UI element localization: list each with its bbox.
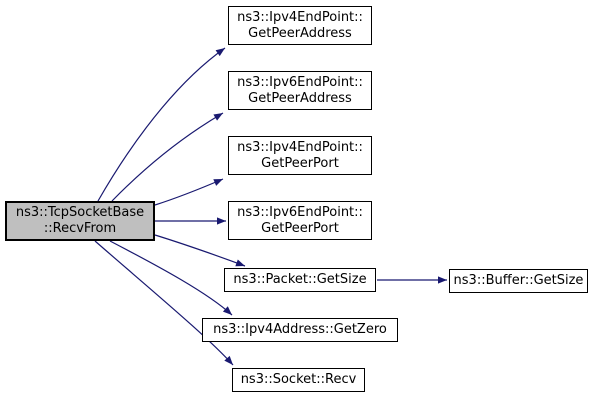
node-label-line: ns3::Ipv6EndPoint:: — [237, 74, 363, 90]
node-label-line: ns3::Socket::Recv — [240, 372, 357, 387]
node-label-line: ns3::Packet::GetSize — [233, 272, 367, 287]
node-label-line: ns3::TcpSocketBase — [15, 205, 145, 220]
edge-recvfrom-to-socketrecv — [94, 240, 234, 366]
edge-recvfrom-to-ipv6getpeeraddress — [111, 112, 224, 202]
edge-recvfrom-to-ipv4getpeerport — [154, 178, 224, 206]
node-ipv4endpoint-getpeeraddress[interactable]: ns3::Ipv4EndPoint:: GetPeerAddress — [228, 6, 372, 45]
node-ipv4endpoint-getpeerport[interactable]: ns3::Ipv4EndPoint:: GetPeerPort — [228, 136, 372, 175]
node-label-line: ns3::Ipv4Address::GetZero — [213, 322, 387, 337]
node-ipv4address-getzero[interactable]: ns3::Ipv4Address::GetZero — [202, 318, 398, 342]
node-packet-getsize[interactable]: ns3::Packet::GetSize — [224, 268, 376, 292]
node-label-line: GetPeerAddress — [248, 90, 352, 106]
edge-recvfrom-to-ipv4getpeeraddress — [97, 47, 226, 202]
node-label-line: GetPeerPort — [261, 220, 339, 236]
node-label-line: GetPeerPort — [261, 155, 339, 171]
node-label-line: ns3::Buffer::GetSize — [453, 273, 584, 288]
node-ipv6endpoint-getpeerport[interactable]: ns3::Ipv6EndPoint:: GetPeerPort — [228, 201, 372, 240]
node-ipv6endpoint-getpeeraddress[interactable]: ns3::Ipv6EndPoint:: GetPeerAddress — [228, 71, 372, 110]
node-label-line: GetPeerAddress — [248, 25, 352, 41]
node-label-line: ns3::Ipv4EndPoint:: — [237, 139, 363, 155]
node-label-line: ns3::Ipv4EndPoint:: — [237, 9, 363, 25]
node-buffer-getsize[interactable]: ns3::Buffer::GetSize — [449, 269, 588, 293]
node-socket-recv[interactable]: ns3::Socket::Recv — [232, 368, 365, 392]
edge-recvfrom-to-ipv4addressgetzero — [109, 240, 233, 316]
node-label-line: ns3::Ipv6EndPoint:: — [237, 204, 363, 220]
node-tcpsocketbase-recvfrom: ns3::TcpSocketBase ::RecvFrom — [5, 201, 155, 241]
node-label-line: ::RecvFrom — [43, 221, 117, 236]
edge-recvfrom-to-packetgetsize — [154, 234, 246, 267]
